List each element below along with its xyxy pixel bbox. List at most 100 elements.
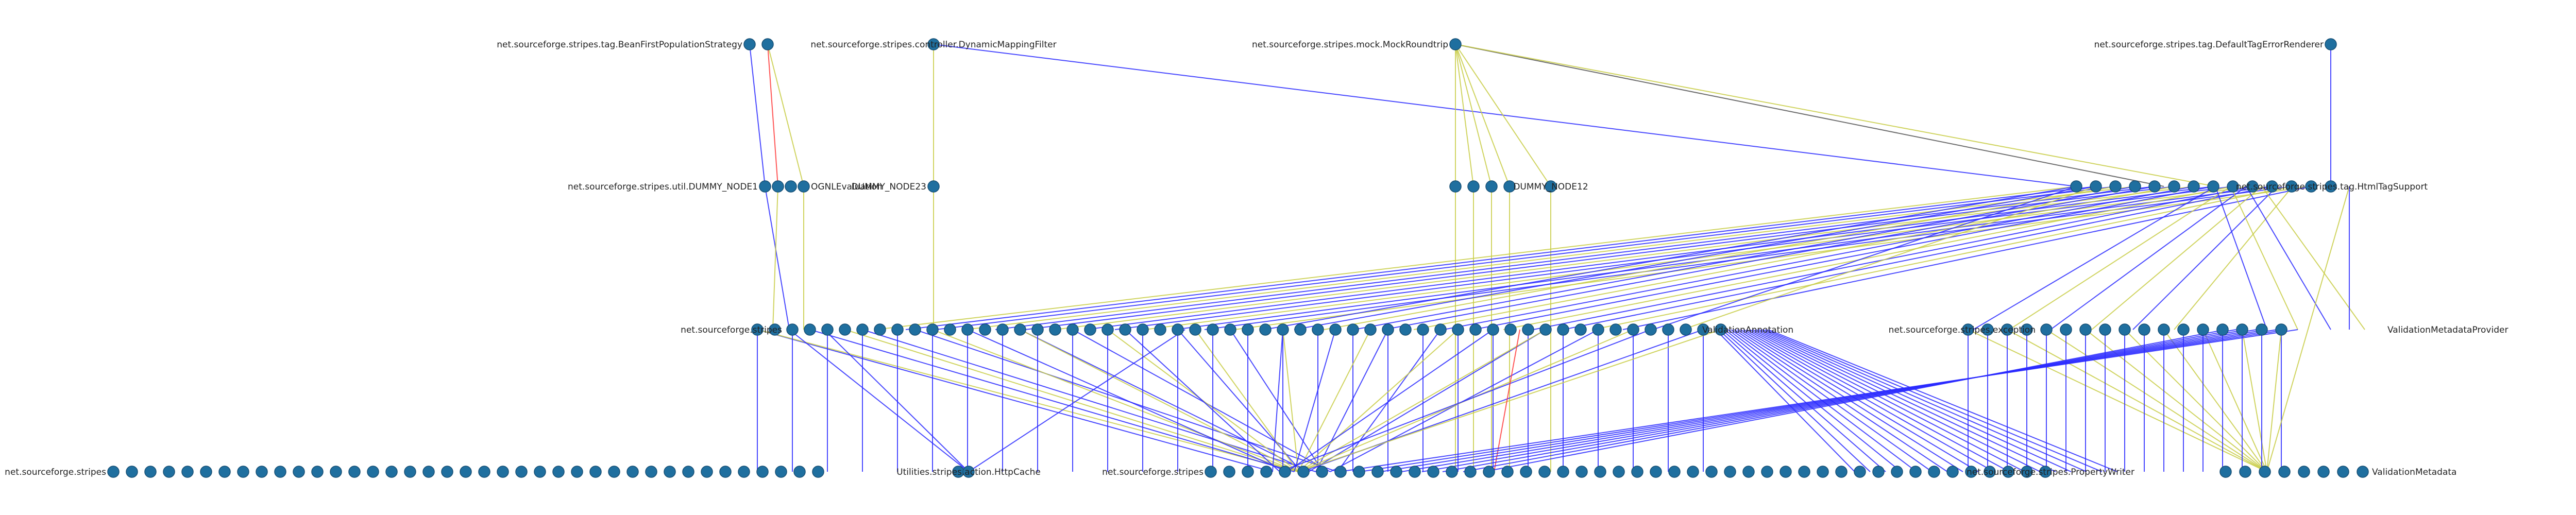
graph-node (144, 466, 157, 478)
edge-blue (935, 186, 2116, 330)
graph-node (1872, 466, 1885, 478)
graph-node (1981, 323, 1994, 336)
graph-node (1891, 466, 1903, 478)
edge-yellow (2174, 186, 2293, 330)
graph-node (1631, 466, 1643, 478)
edge-blue (1483, 329, 2226, 472)
graph-node (1205, 466, 1217, 478)
node-label-r2c: net.sourceforge.stripes.exception (1889, 325, 2036, 335)
graph-node (1316, 466, 1328, 478)
node-label-r2a: net.sourceforge.stripes (681, 325, 782, 335)
graph-node (107, 466, 120, 478)
graph-node (743, 38, 756, 50)
graph-node (772, 180, 784, 193)
graph-node (1329, 323, 1342, 336)
graph-node (2039, 466, 2052, 478)
graph-node (1539, 323, 1552, 336)
edge-yellow (1234, 186, 2312, 330)
edge-yellow (2261, 186, 2365, 330)
node-label-r1e: net.sourceforge.stripes.tag.HtmlTagSuppo… (2236, 182, 2428, 192)
edge-blue (1025, 186, 2175, 330)
graph-node (821, 323, 834, 336)
graph-node (751, 323, 764, 336)
graph-node (645, 466, 657, 478)
graph-node (2079, 323, 2092, 336)
edge-blue (1721, 329, 1886, 472)
graph-node (311, 466, 324, 478)
graph-node (1449, 180, 1462, 193)
graph-node (1434, 323, 1447, 336)
edge-yellow (1413, 186, 2175, 330)
edge-yellow (1455, 44, 1492, 187)
graph-node (2040, 323, 2053, 336)
edge-blue (1294, 329, 1336, 472)
graph-node (962, 466, 975, 478)
edge-blue (2132, 186, 2278, 330)
graph-node (874, 323, 886, 336)
graph-node (1557, 466, 1569, 478)
node-label-r2b: ValidationAnnotation (1702, 325, 1793, 335)
graph-node (2325, 180, 2337, 193)
graph-node (1538, 466, 1551, 478)
graph-node (2099, 323, 2111, 336)
graph-node (2357, 466, 2369, 478)
graph-node (1928, 466, 1940, 478)
edge-blue (1758, 329, 2072, 472)
graph-node (1962, 323, 1974, 336)
graph-node (1399, 323, 1412, 336)
graph-node (793, 466, 806, 478)
node-label-r1b: OGNLEvaluation (811, 182, 882, 192)
graph-node (404, 466, 416, 478)
edge-blue (1533, 186, 2253, 330)
graph-node (2001, 323, 2013, 336)
edge-blue (1746, 329, 2010, 472)
label-layer: net.sourceforge.stripes.tag.BeanFirstPop… (5, 40, 2508, 477)
edge-yellow (932, 329, 1299, 472)
graph-node (1984, 466, 1996, 478)
graph-node (1504, 323, 1517, 336)
graph-node (1242, 323, 1254, 336)
edge-yellow (1298, 329, 1371, 472)
graph-node (626, 466, 639, 478)
edge-blue (968, 329, 1185, 472)
graph-node (1223, 466, 1235, 478)
graph-node (256, 466, 268, 478)
edge-blue (1308, 329, 1546, 472)
graph-node (2021, 323, 2033, 336)
graph-node (1575, 466, 1588, 478)
edge-blue (2246, 186, 2331, 330)
edge-yellow (2266, 186, 2350, 472)
edge-blue (1125, 329, 1280, 472)
graph-node (2236, 323, 2248, 336)
edge-blue (1360, 329, 2288, 472)
edge-blue (1740, 329, 1979, 472)
edge-blue (1718, 329, 1871, 472)
graph-node (200, 466, 212, 478)
edge-blue (933, 44, 2077, 187)
graph-node (1715, 323, 1727, 336)
edge-layer (749, 44, 2365, 472)
graph-node (1946, 466, 1959, 478)
graph-node (1485, 180, 1498, 193)
graph-node (839, 323, 851, 336)
graph-node (534, 466, 546, 478)
node-label-r1a: net.sourceforge.stripes.util.DUMMY_NODE1 (568, 182, 758, 192)
node-label-r3b: Utilities.stripes.action.HttpCache (896, 467, 1041, 477)
edge-blue (1463, 329, 2236, 472)
edge-blue (995, 186, 2155, 330)
graph-node (367, 466, 379, 478)
graph-node (1724, 466, 1736, 478)
edge-blue (1622, 186, 2312, 330)
graph-node (441, 466, 453, 478)
graph-node (1294, 323, 1307, 336)
graph-node (1014, 323, 1026, 336)
graph-node (1609, 323, 1622, 336)
graph-node (2168, 180, 2180, 193)
edge-blue (1339, 329, 2298, 472)
graph-node (571, 466, 583, 478)
graph-node (126, 466, 138, 478)
graph-node (2158, 323, 2170, 336)
graph-node (2246, 180, 2259, 193)
edge-blue (757, 329, 1273, 472)
